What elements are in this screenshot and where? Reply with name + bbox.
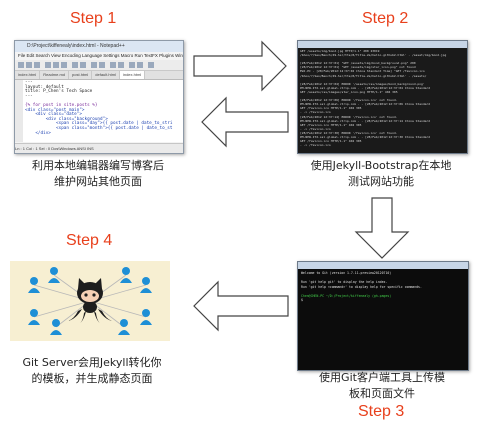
console-line: [28/Feb/2012 12:37:01] "GET /assets/img/… bbox=[300, 65, 416, 70]
arrow-right-icon bbox=[193, 40, 287, 92]
editor-code-line: <span class="day">{{ post.date | date_to… bbox=[25, 121, 173, 127]
step-1-caption: 利用本地编辑器编写博客后 维护网站其他页面 bbox=[12, 158, 184, 190]
arrow-down-icon bbox=[354, 197, 410, 259]
editor-code-line: title: P_Chen's Tech Space bbox=[25, 89, 93, 95]
console-line: PM-NEW-IT2.ssl.global.ctrip.com - - [28/… bbox=[300, 118, 431, 123]
caption-line: 的模板，并生成静态页面 bbox=[31, 372, 153, 385]
console-line: PM-NEW-IT2.ssl.global.ctrip.com - - [28/… bbox=[300, 85, 431, 90]
console-line: EWJ-PC - [28/Feb/2012:12:37:02 China Sta… bbox=[300, 69, 425, 74]
editor-tab[interactable]: Readme.md bbox=[40, 71, 70, 79]
console-line: - -> /favicon.ico bbox=[300, 143, 331, 148]
step-3-label: Step 3 bbox=[358, 403, 405, 420]
caption-line: 使用Git客户端工具上传模 bbox=[319, 371, 445, 384]
console-line: GET /favicon.ico HTTP/1.1" 404 305 bbox=[300, 139, 362, 144]
console-line: GET /assets/css/images/star_icon.png HTT… bbox=[300, 89, 398, 94]
console-line: /bhoo/?/Seo/Bench/49-Ssr/tte/8/Title-2a/… bbox=[300, 53, 447, 58]
editor-code-line: <div class="date"> bbox=[25, 112, 82, 118]
git-prompt: Chen@CHEN-PC ~/D:/Project/kiffenealy (gh… bbox=[301, 293, 392, 298]
editor-code-line: {% for post in site.posts %} bbox=[25, 102, 98, 108]
console-line: [28/Feb/2012 12:37:14] ERROR '/favicon.i… bbox=[300, 114, 398, 119]
editor-tab[interactable]: default.html bbox=[92, 71, 120, 79]
editor-status-bar: Ln : 1 Col : 1 Sel : 0 Dos\Windows ANSI … bbox=[15, 143, 183, 153]
git-console-titlebar bbox=[298, 262, 468, 269]
caption-line: Git Server会用Jekyll转化你 bbox=[22, 356, 162, 369]
step-2-label: Step 2 bbox=[362, 10, 409, 27]
git-cursor: $ bbox=[301, 298, 303, 302]
editor-code-line: --- bbox=[25, 80, 33, 85]
user-icon bbox=[28, 267, 152, 335]
git-help-line: Run 'git help <command>' to display help… bbox=[301, 284, 422, 289]
step-4-label: Step 4 bbox=[66, 232, 113, 249]
editor-code-line: <span class="month">{{ post.date | date_… bbox=[25, 125, 173, 131]
caption-line: 使用Jekyll-Bootstrap在本地 bbox=[310, 159, 452, 172]
caption-line: 板和页面文件 bbox=[349, 387, 415, 400]
step-3-caption: 使用Git客户端工具上传模 板和页面文件 bbox=[292, 370, 472, 402]
jekyll-console-window: GET /assets/img/bond.jpg HTTP/1.1" 200 2… bbox=[297, 40, 468, 154]
github-illustration bbox=[10, 261, 170, 341]
git-welcome-line: Welcome to Git (version 1.7.11-preview20… bbox=[301, 271, 392, 275]
console-line: [28/Feb/2012 12:37:30] ERROR '/favicon.i… bbox=[300, 130, 398, 135]
editor-tab[interactable]: index.html bbox=[15, 71, 41, 79]
editor-tab-active[interactable]: index.html bbox=[119, 71, 146, 79]
console-line: [28/Feb/2012 12:37:01] "GET /assets/img/… bbox=[300, 61, 416, 66]
console-line: - -> /favicon.ico bbox=[300, 126, 331, 131]
editor-toolbar bbox=[15, 60, 183, 71]
git-console-output: Welcome to Git (version 1.7.11-preview20… bbox=[298, 269, 468, 305]
console-line: [28/Feb/2012 12:37:06] ERROR '/favicon.i… bbox=[300, 98, 398, 103]
console-line: PM-NEW-IT2.ssl.global.ctrip.com - - [28/… bbox=[300, 102, 431, 107]
editor-code-line: layout: default bbox=[25, 84, 64, 90]
editor-gutter bbox=[15, 80, 23, 142]
jekyll-console-output: GET /assets/img/bond.jpg HTTP/1.1" 200 2… bbox=[298, 48, 467, 148]
editor-screenshot: D:\Project\kiffenealy\index.html - Notep… bbox=[14, 40, 184, 154]
step-2-caption: 使用Jekyll-Bootstrap在本地 测试网站功能 bbox=[290, 158, 472, 190]
caption-line: 维护网站其他页面 bbox=[54, 175, 142, 188]
step-4-caption: Git Server会用Jekyll转化你 的模板，并生成静态页面 bbox=[8, 355, 176, 387]
console-line: GET /favicon.ico HTTP/1.1" 404 305 bbox=[300, 106, 362, 111]
caption-line: 利用本地编辑器编写博客后 bbox=[32, 159, 164, 172]
editor-code-line: <div class="post_main"> bbox=[25, 107, 85, 113]
console-line: /bhoo/?/Seo/Bench/49-Ssr/tte/8/Title-2a/… bbox=[300, 73, 427, 78]
console-line: PM-NEW-IT2.ssl.global.ctrip.com - - [28/… bbox=[300, 134, 431, 139]
step-1-label: Step 1 bbox=[70, 10, 117, 27]
console-line: GET /favicon.ico HTTP/1.1" 404 305 bbox=[300, 122, 362, 127]
editor-code-line: <div class="background"> bbox=[25, 116, 108, 122]
caption-line: 测试网站功能 bbox=[348, 175, 414, 188]
editor-title: D:\Project\kiffenealy\index.html - Notep… bbox=[15, 41, 183, 52]
editor-code-line: --- bbox=[25, 93, 33, 99]
arrow-left-icon bbox=[201, 96, 289, 148]
editor-code-line: </div> bbox=[25, 130, 51, 136]
editor-tab[interactable]: post.html bbox=[69, 71, 93, 79]
console-line: - -> /favicon.ico bbox=[300, 110, 331, 115]
console-line: [28/Feb/2012 12:37:04] ERROR '/assets/cs… bbox=[300, 81, 425, 86]
console-titlebar bbox=[298, 41, 467, 48]
git-help-line: Run 'git help git' to display the help i… bbox=[301, 280, 388, 284]
editor-menu: File Edit Search View Encoding Language … bbox=[15, 52, 183, 60]
arrow-left-icon bbox=[193, 280, 289, 332]
console-line: GET /assets/img/bond.jpg HTTP/1.1" 200 2… bbox=[300, 49, 380, 53]
git-console-window: Welcome to Git (version 1.7.11-preview20… bbox=[297, 261, 469, 371]
